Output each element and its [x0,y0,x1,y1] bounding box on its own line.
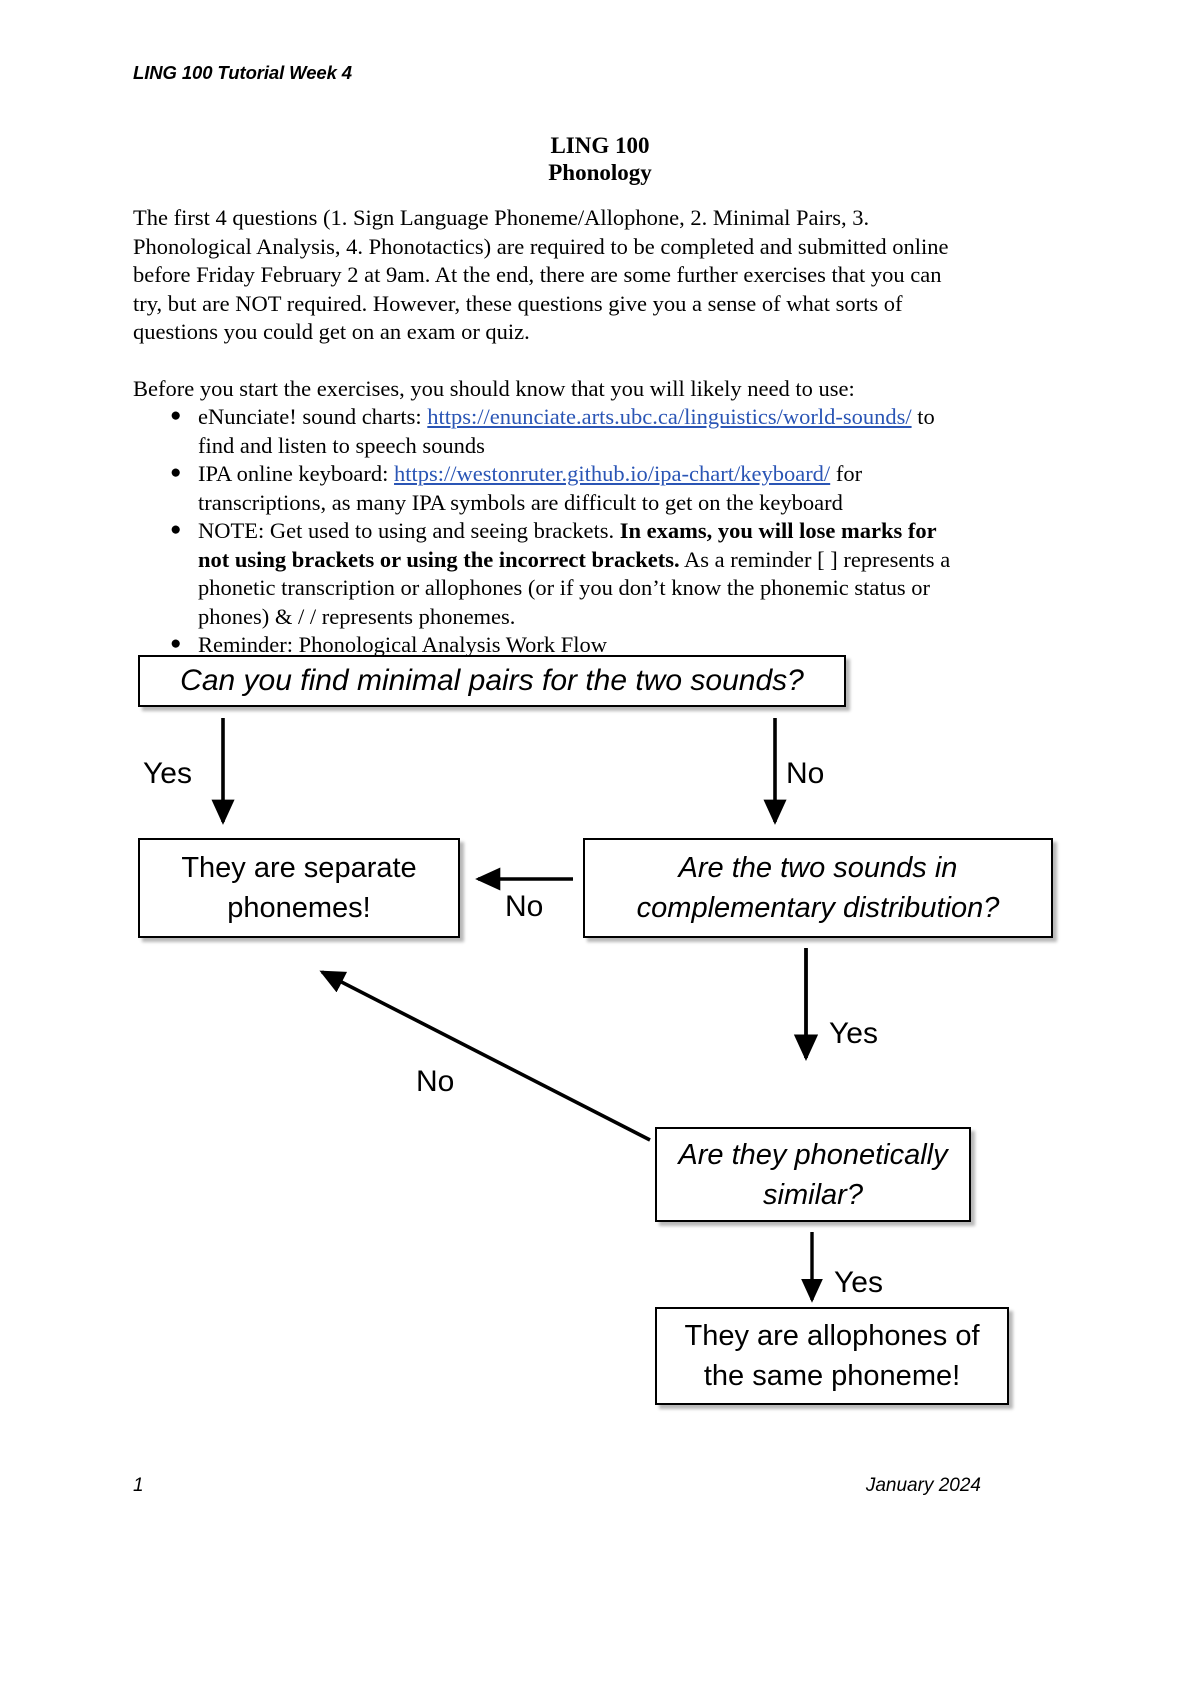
bullet-dot-icon: ● [170,519,182,540]
flow-node-allophones-same-phoneme: They are allophones of the same phoneme! [655,1307,1009,1405]
title-line-topic: Phonology [548,160,652,185]
running-header: LING 100 Tutorial Week 4 [133,62,352,83]
page-number: 1 [133,1475,144,1496]
body-content: The first 4 questions (1. Sign Language … [133,204,973,660]
edge-label-q1-no: No [786,757,825,790]
bullet-lead-text: eNunciate! sound charts: [198,404,422,429]
list-item: ● Reminder: Phonological Analysis Work F… [133,631,973,660]
flow-node-phonetically-similar-question: Are they phonetically similar? [655,1127,971,1222]
bullet-lead-text: NOTE: Get used to using and seeing brack… [198,518,615,543]
flow-node-complementary-distribution-question: Are the two sounds in complementary dist… [583,838,1053,938]
bullet-tail-text: As a reminder [ ] represents a phonetic … [198,546,951,629]
list-item: ● eNunciate! sound charts: https://enunc… [133,403,973,460]
intro-paragraph: The first 4 questions (1. Sign Language … [133,205,949,344]
bullet-lead-text: IPA online keyboard: [198,461,389,486]
bullet-bold-warning: In exams, you will lose marks for not us… [198,518,937,572]
document-title: LING 100 Phonology [133,132,1067,186]
bullet-dot-icon: ● [170,462,182,483]
bullet-tail-text: to find and listen to speech sounds [198,404,935,458]
edge-label-q1-yes: Yes [143,757,192,790]
footer-date: January 2024 [865,1475,981,1496]
before-you-start-paragraph: Before you start the exercises, you shou… [133,375,855,401]
list-item: ● IPA online keyboard: https://westonrut… [133,460,973,517]
list-item: ● NOTE: Get used to using and seeing bra… [133,517,973,631]
edge-label-q3-yes: Yes [834,1266,883,1299]
bullet-dot-icon: ● [170,633,182,654]
flow-node-minimal-pairs-question: Can you find minimal pairs for the two s… [138,655,846,707]
edge-label-q2-yes: Yes [829,1017,878,1050]
page-footer: 1 January 2024 [133,1475,981,1497]
title-line-course: LING 100 [550,133,650,158]
bullet-tail-text: for transcriptions, as many IPA symbols … [198,461,863,515]
enunciate-sound-charts-link[interactable]: https://enunciate.arts.ubc.ca/linguistic… [427,404,912,429]
edge-label-q2-no: No [505,890,544,923]
resource-bullet-list: ● eNunciate! sound charts: https://enunc… [133,403,973,660]
flow-node-separate-phonemes: They are separate phonemes! [138,838,460,938]
ipa-keyboard-link[interactable]: https://westonruter.github.io/ipa-chart/… [394,461,831,486]
bullet-dot-icon: ● [170,405,182,426]
edge-label-q3-no: No [416,1065,455,1098]
bullet-lead-text: Reminder: Phonological Analysis Work Flo… [198,632,608,657]
